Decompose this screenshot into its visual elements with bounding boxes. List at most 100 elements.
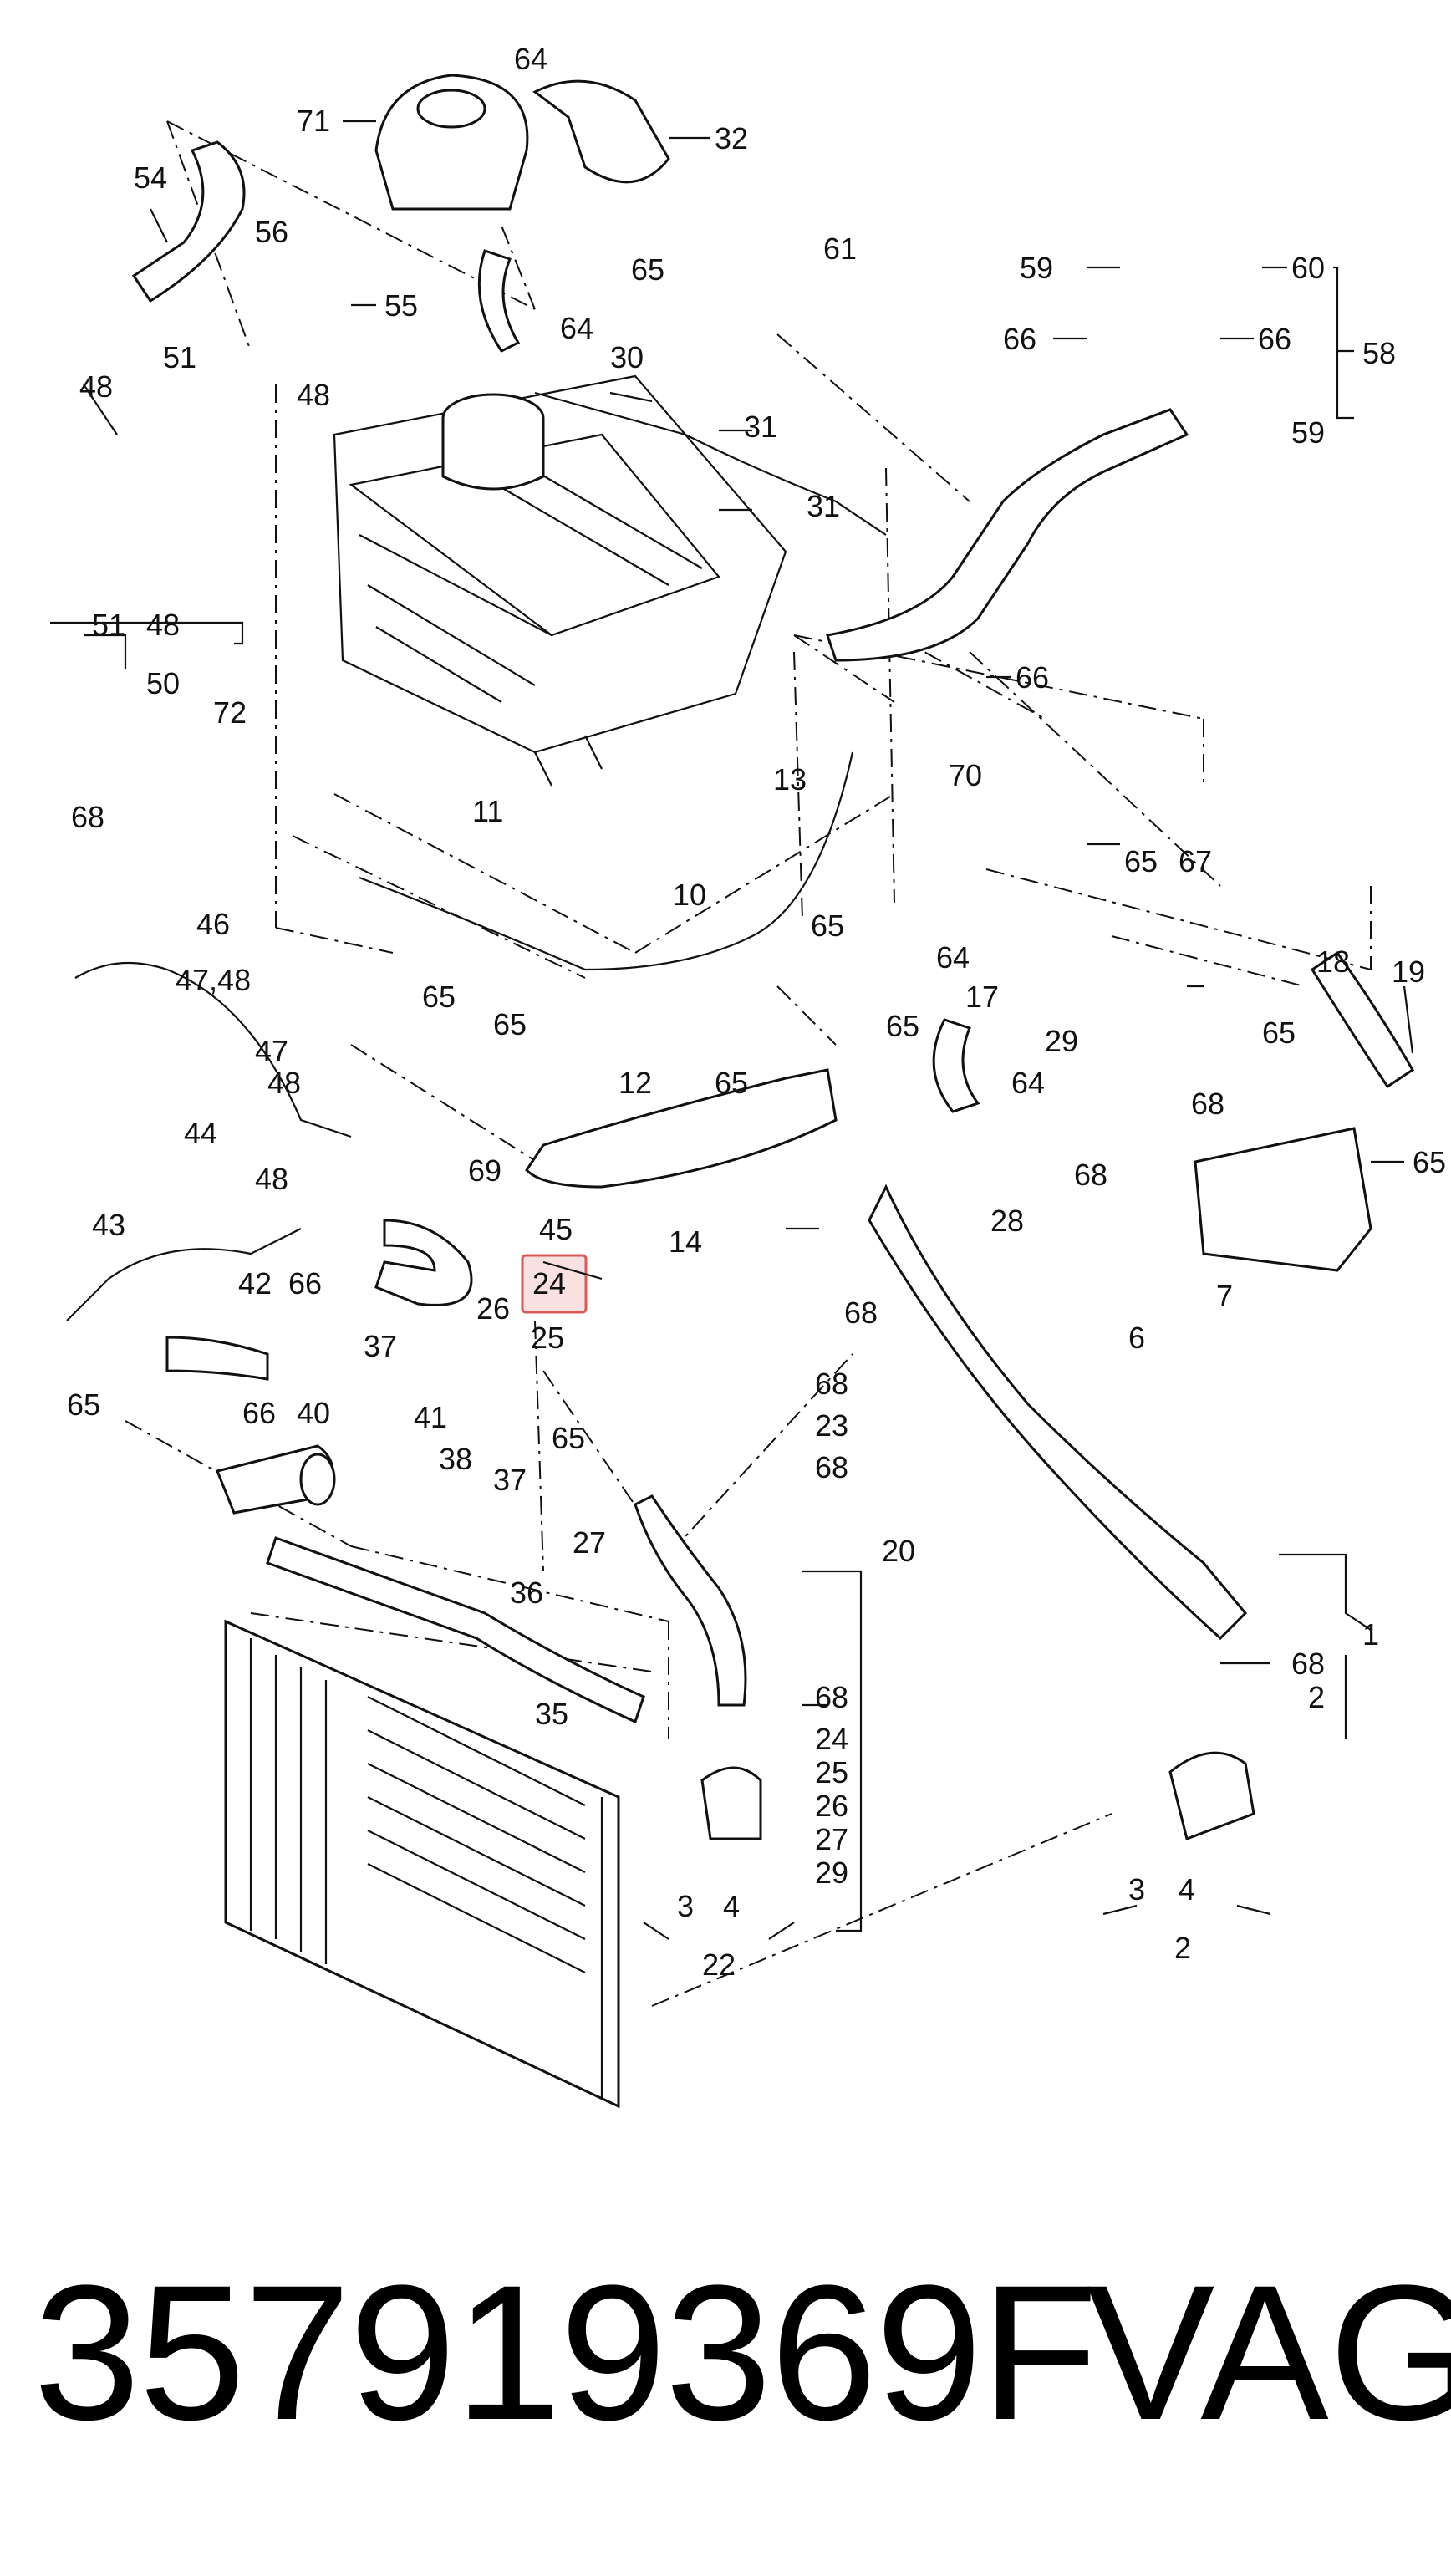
callout-label: 7 [1216, 1279, 1233, 1313]
callout-label: 66 [288, 1266, 322, 1301]
callout-labels: 71 64 32 54 56 55 65 61 59 60 66 66 58 5… [67, 42, 1446, 1982]
callout-label: 64 [560, 311, 593, 345]
callout-label: 54 [134, 160, 167, 195]
callout-label: 65 [67, 1387, 100, 1422]
callout-label: 43 [92, 1208, 125, 1242]
callout-label: 65 [1124, 844, 1158, 878]
callout-label: 55 [384, 288, 418, 323]
engine-block [333, 374, 787, 787]
callout-label: 65 [1262, 1016, 1296, 1050]
callout-label: 65 [886, 1009, 919, 1043]
expansion-tank [374, 74, 529, 211]
callout-label: 58 [1362, 336, 1396, 370]
callout-label: 13 [773, 762, 807, 797]
callout-label: 66 [1258, 322, 1291, 356]
callout-label: 42 [238, 1266, 272, 1301]
callout-label: 51 [163, 340, 196, 374]
callout-label: 47 [255, 1034, 288, 1068]
callout-label: 47,48 [176, 963, 251, 997]
callout-label: 24 [815, 1722, 848, 1756]
callout-label: 48 [146, 608, 180, 642]
callout-label: 18 [1316, 944, 1350, 979]
radiator [224, 1619, 620, 2109]
callout-label: 32 [715, 121, 748, 155]
callout-label: 37 [493, 1463, 527, 1497]
callout-label: 68 [71, 800, 104, 834]
callout-label: 68 [1074, 1158, 1107, 1192]
callout-label: 68 [815, 1450, 848, 1484]
callout-label: 71 [297, 104, 330, 138]
part-number: 357919369F [33, 2245, 1098, 2460]
filler-cap [441, 393, 545, 491]
callout-label: 65 [422, 980, 456, 1014]
callout-label: 45 [539, 1212, 573, 1246]
callout-label: 51 [92, 608, 125, 642]
callout-label: 64 [514, 42, 547, 76]
callout-label: 60 [1291, 251, 1325, 285]
callout-label: 3 [1128, 1872, 1145, 1907]
brand-label: VAG [1087, 2245, 1451, 2460]
callout-label: 56 [255, 215, 288, 249]
callout-label: 14 [669, 1224, 702, 1259]
callout-label: 64 [936, 940, 970, 975]
callout-label: 27 [573, 1525, 606, 1560]
callout-label: 66 [1003, 322, 1036, 356]
callout-label: 65 [552, 1421, 585, 1455]
callout-label: 65 [1413, 1145, 1446, 1179]
callout-label: 25 [815, 1755, 848, 1789]
callout-label: 38 [439, 1442, 472, 1476]
callout-label: 27 [815, 1822, 848, 1856]
cooling-system-exploded-diagram: 71 64 32 54 56 55 65 61 59 60 66 66 58 5… [50, 42, 1446, 2109]
callout-label: 30 [610, 340, 644, 374]
callout-label: 68 [1191, 1087, 1224, 1121]
callout-label: 24 [532, 1266, 566, 1301]
callout-label: 72 [213, 695, 247, 730]
callout-label: 68 [815, 1680, 848, 1714]
callout-label: 68 [1291, 1647, 1325, 1681]
callout-label: 31 [807, 489, 840, 523]
callout-label: 10 [673, 878, 706, 912]
callout-label: 70 [949, 758, 982, 792]
callout-label: 36 [510, 1576, 543, 1610]
callout-label: 44 [184, 1116, 217, 1150]
callout-label: 19 [1392, 955, 1425, 989]
callout-label: 37 [364, 1329, 397, 1363]
callout-label: 29 [815, 1856, 848, 1890]
callout-label: 26 [476, 1291, 510, 1326]
callout-label: 64 [1011, 1066, 1045, 1100]
callout-label: 3 [677, 1889, 694, 1923]
callout-label: 31 [744, 410, 777, 444]
callout-label: 20 [882, 1534, 915, 1568]
callout-label: 66 [1016, 660, 1049, 695]
callout-label: 2 [1308, 1680, 1325, 1714]
callout-label: 28 [990, 1204, 1024, 1238]
callout-label: 48 [79, 369, 113, 404]
callout-label: 67 [1179, 844, 1212, 878]
callout-label: 6 [1128, 1321, 1145, 1355]
callout-label: 23 [815, 1408, 848, 1443]
oil-cooler [1194, 1127, 1372, 1272]
callout-label: 59 [1291, 415, 1325, 450]
callout-label: 11 [472, 794, 503, 828]
callout-label: 12 [619, 1066, 652, 1100]
callout-label: 65 [715, 1066, 748, 1100]
callout-label: 68 [815, 1367, 848, 1401]
callout-label: 1 [1362, 1617, 1379, 1652]
callout-label: 65 [811, 909, 844, 943]
callout-label: 48 [255, 1162, 288, 1196]
callout-label: 65 [493, 1007, 527, 1041]
callout-label: 48 [267, 1066, 301, 1100]
coolant-hoses [131, 79, 1414, 1724]
callout-label: 4 [1179, 1872, 1195, 1907]
callout-label: 50 [146, 666, 180, 700]
callout-label: 46 [196, 907, 230, 941]
callout-label: 65 [631, 252, 664, 287]
callout-label: 17 [965, 980, 999, 1014]
coolant-pipes [66, 391, 887, 1321]
callout-label: 40 [297, 1396, 330, 1430]
callout-label: 29 [1045, 1024, 1078, 1058]
callout-label: 59 [1020, 251, 1053, 285]
callout-label: 41 [414, 1400, 447, 1434]
callout-label: 4 [723, 1889, 740, 1923]
callout-label: 25 [531, 1321, 564, 1355]
